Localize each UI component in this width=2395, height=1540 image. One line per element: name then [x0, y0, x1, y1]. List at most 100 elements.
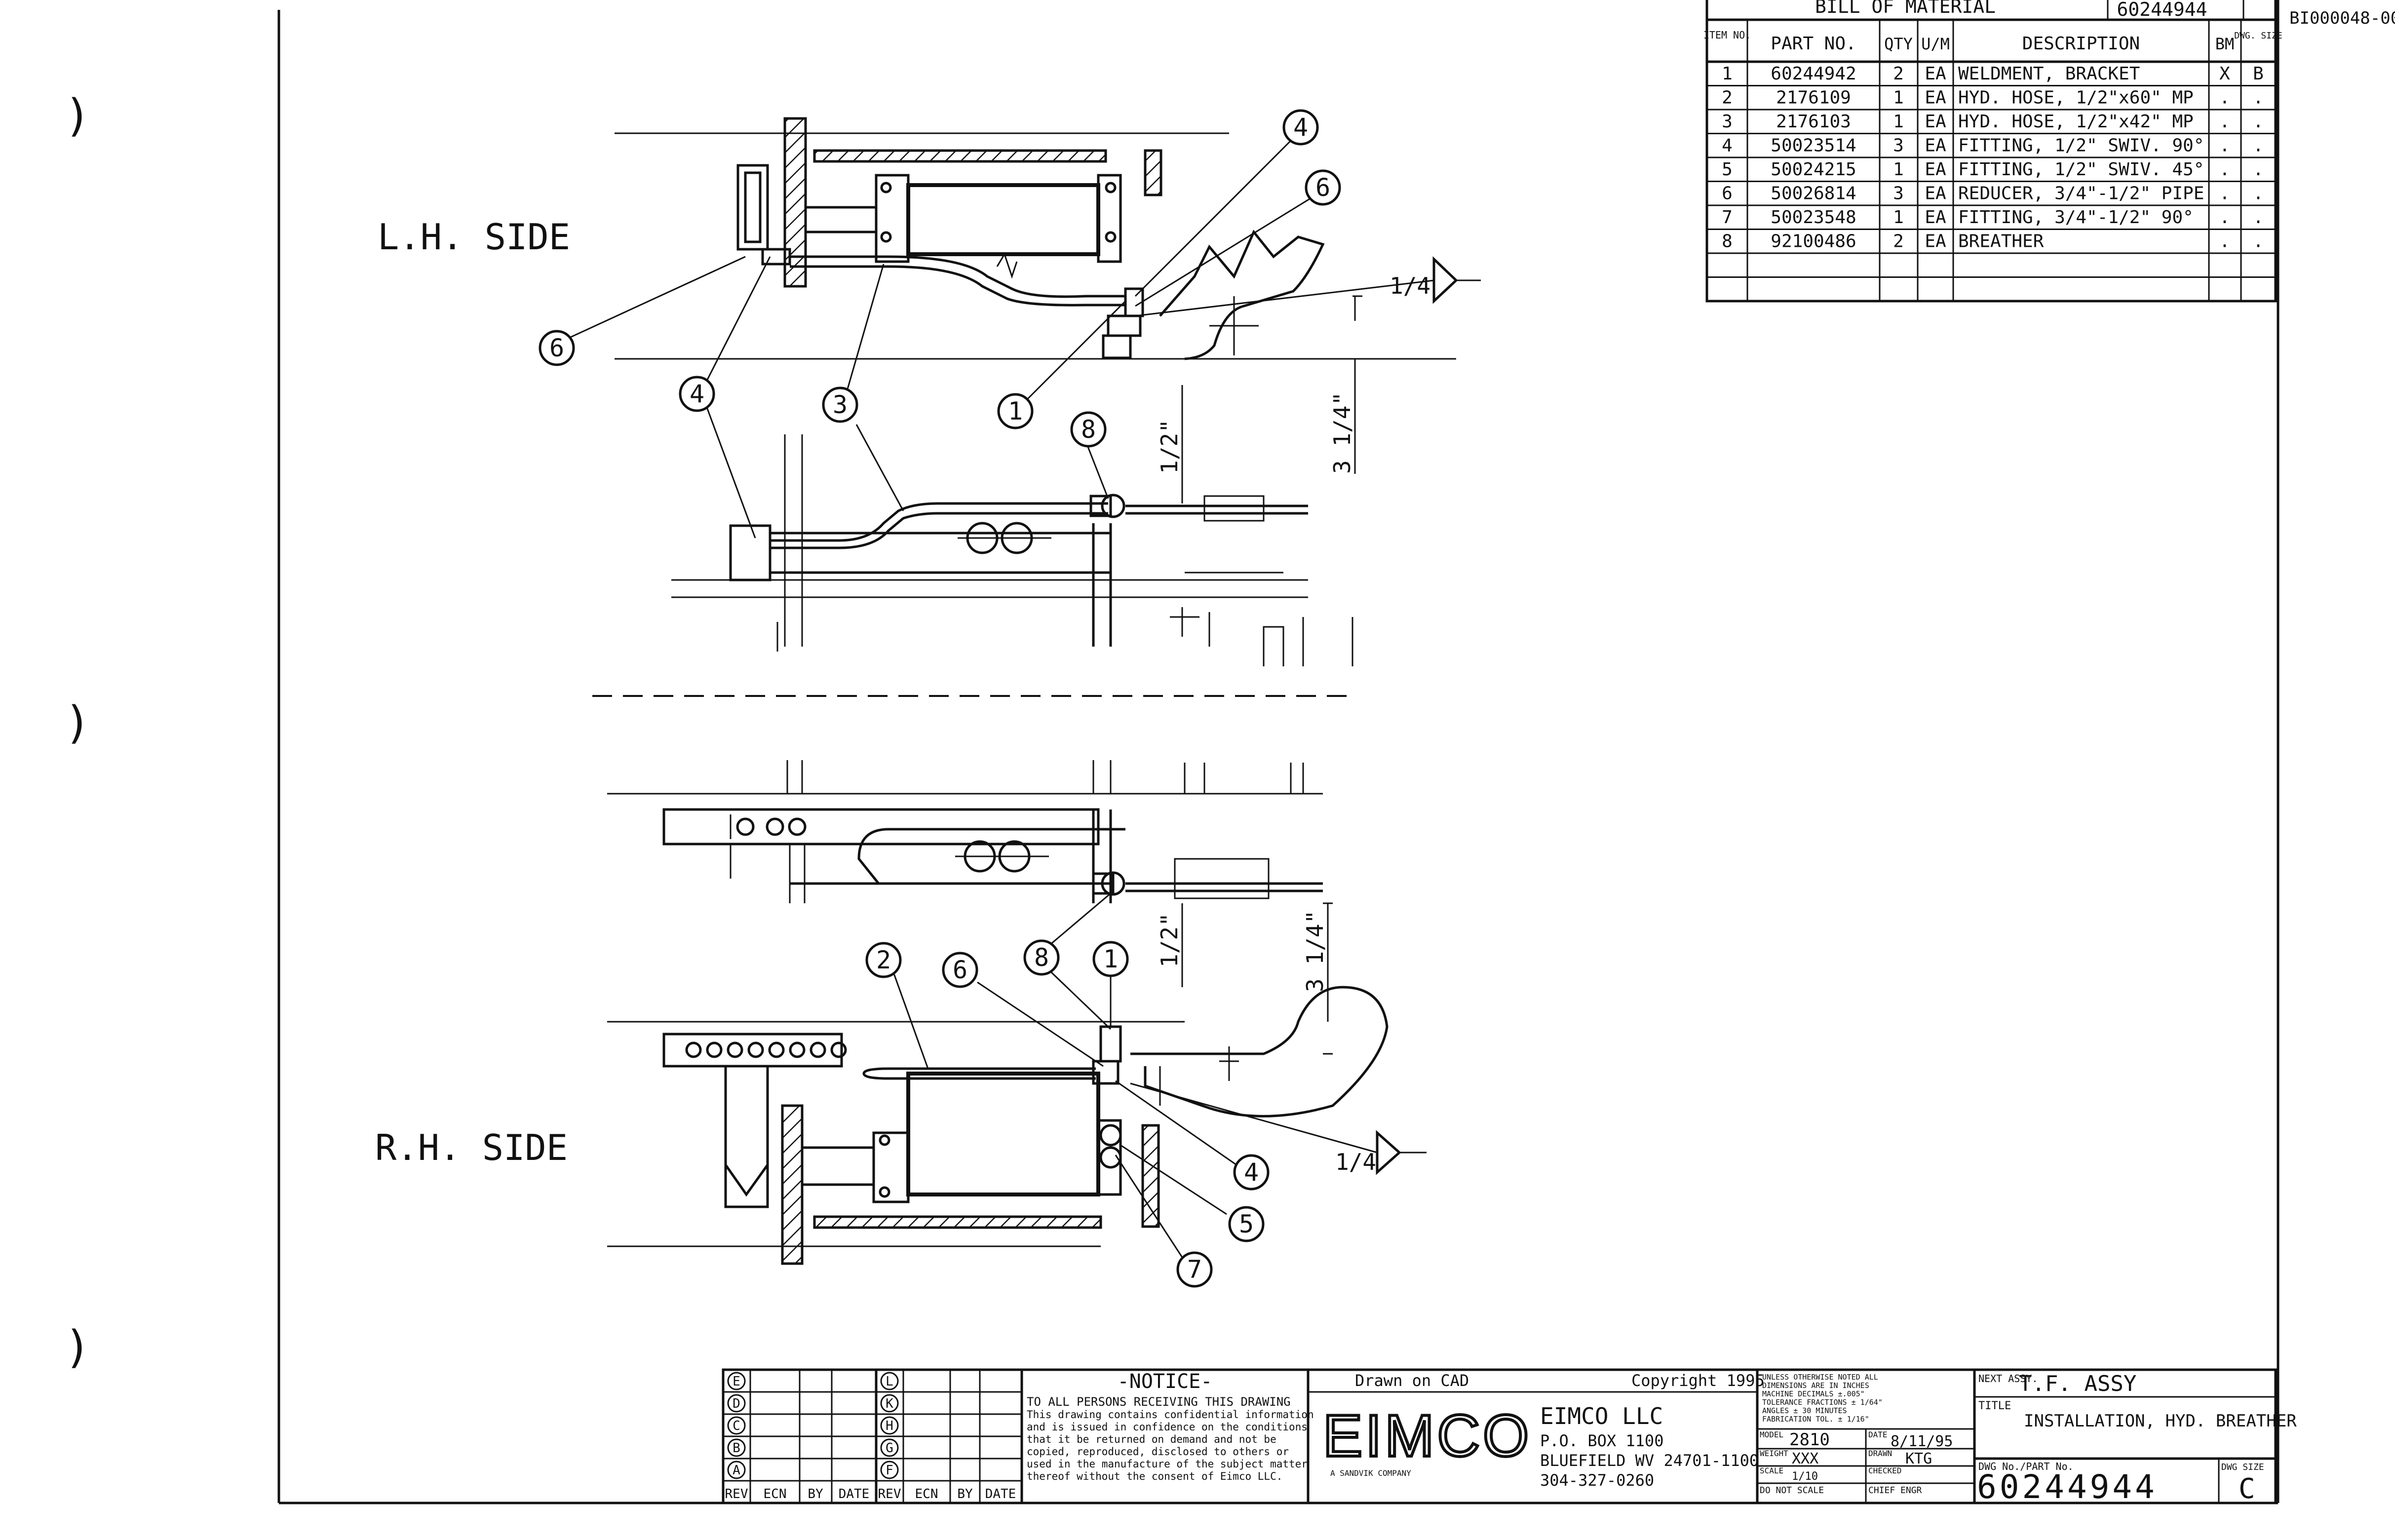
notice-line: and is issued in confidence on the condi…	[1027, 1421, 1308, 1433]
rev-header: DATE	[985, 1487, 1016, 1502]
balloon-number: 6	[953, 956, 967, 984]
balloon-number: 3	[833, 390, 848, 419]
bom-cell-dwg: B	[2253, 64, 2264, 84]
rev-letter-circle	[880, 1438, 899, 1457]
rev-letter-circle	[727, 1394, 746, 1413]
balloon-circle	[1070, 411, 1107, 448]
date-value: 8/11/95	[1891, 1433, 1953, 1450]
bom-cell-part: 2176103	[1776, 112, 1851, 132]
bom-cell-um: EA	[1925, 207, 1946, 228]
mounting-hole	[830, 1041, 847, 1058]
rh-dim-half: 1/2"	[1156, 913, 1183, 967]
item-balloon: 6	[539, 330, 575, 366]
bom-cell-desc: REDUCER, 3/4"-1/2" PIPE	[1958, 184, 2204, 204]
balloon-circle	[1282, 109, 1319, 146]
bom-cell-item: 5	[1722, 159, 1733, 180]
balloon-number: 4	[1244, 1158, 1259, 1187]
weight-label: WEIGHT	[1760, 1449, 1788, 1458]
bom-cell-um: EA	[1925, 112, 1946, 132]
bom-cell-item: 1	[1722, 64, 1733, 84]
rev-letter: B	[733, 1441, 740, 1456]
rev-header: BY	[808, 1487, 823, 1502]
balloon-circle	[1228, 1206, 1265, 1242]
bom-cell-dwg: .	[2253, 136, 2264, 156]
notice-line: copied, reproduced, disclosed to others …	[1027, 1446, 1289, 1458]
notice-line: thereof without the consent of Eimco LLC…	[1027, 1470, 1282, 1482]
item-balloon: 3	[822, 386, 858, 423]
bom-cell-dwg: .	[2253, 88, 2264, 108]
notice-line: used in the manufacture of the subject m…	[1027, 1458, 1308, 1470]
drawn-label: DRAWN	[1868, 1449, 1892, 1458]
bom-cell-qty: 1	[1893, 207, 1904, 228]
bom-cell-um: EA	[1925, 88, 1946, 108]
notice-line: that it be returned on demand and not be	[1027, 1433, 1276, 1445]
bom-header-qty: QTY	[1884, 35, 1913, 53]
balloon-circle	[822, 386, 858, 423]
item-balloon: 8	[1023, 939, 1060, 976]
balloon-circle	[1176, 1251, 1213, 1288]
rev-letter: H	[886, 1419, 893, 1433]
bom-cell-bm: .	[2219, 207, 2230, 228]
bom-cell-qty: 1	[1893, 88, 1904, 108]
rev-header: ECN	[915, 1487, 938, 1502]
chief-engr-label: CHIEF ENGR	[1868, 1485, 1922, 1496]
title-label: TITLE	[1978, 1400, 2011, 1412]
bom-cell-item: 6	[1722, 184, 1733, 204]
balloon-circle	[1233, 1154, 1270, 1191]
balloon-circle	[997, 393, 1034, 429]
rh-dim-quarter: 1/4	[1335, 1149, 1376, 1175]
mounting-hole	[747, 1041, 764, 1058]
bom-cell-qty: 2	[1893, 231, 1904, 252]
rev-letter-circle	[880, 1461, 899, 1479]
balloon-number: 8	[1034, 943, 1049, 972]
drawing-number: 60244944	[1977, 1468, 2158, 1506]
rev-letter-circle	[727, 1438, 746, 1457]
mounting-hole	[685, 1041, 702, 1058]
rev-letter: F	[886, 1463, 893, 1478]
eimco-logo: EIMCO A SANDVIK COMPANY	[1321, 1401, 1530, 1478]
mounting-hole	[768, 1041, 785, 1058]
margin-mark: )	[64, 697, 91, 749]
tolerance-line: FABRICATION TOL. ± 1/16"	[1762, 1415, 1869, 1424]
bom-header-item: ITEM NO.	[1703, 29, 1751, 41]
lh-dim-three-quarter: 3 1/4"	[1329, 392, 1355, 474]
bom-part-ref: 60244944	[2117, 0, 2207, 20]
rev-letter: L	[886, 1374, 893, 1389]
next-assy-label: NEXT ASSY.	[1978, 1373, 2038, 1385]
item-balloon: 4	[679, 376, 715, 412]
bom-header-bm: BM	[2215, 35, 2235, 53]
lh-side-label: L.H. SIDE	[378, 216, 570, 258]
revision-grid	[723, 1370, 1023, 1503]
balloon-circle	[942, 952, 978, 988]
bom-cell-part: 60244942	[1771, 64, 1856, 84]
rev-letter-circle	[880, 1372, 899, 1390]
next-assy-value: T.F. ASSY	[2019, 1371, 2136, 1396]
bom-cell-item: 3	[1722, 112, 1733, 132]
model-value: 2810	[1789, 1430, 1830, 1450]
bom-cell-desc: FITTING, 1/2" SWIV. 90°	[1958, 136, 2204, 156]
bom-cell-bm: .	[2219, 88, 2230, 108]
bom-cell-part: 50024215	[1771, 159, 1856, 180]
bill-of-material-table: BILL OF MATERIAL 60244944 ITEM NO. PART …	[1703, 0, 2282, 303]
balloon-number: 7	[1187, 1255, 1202, 1284]
bom-cell-bm: .	[2219, 231, 2230, 252]
weight-value: XXX	[1792, 1450, 1818, 1467]
model-label: MODEL	[1760, 1430, 1783, 1439]
bom-cell-qty: 3	[1893, 184, 1904, 204]
bom-cell-desc: FITTING, 3/4"-1/2" 90°	[1958, 207, 2194, 228]
rev-letter-circle	[880, 1394, 899, 1413]
rev-header: DATE	[839, 1487, 870, 1502]
bom-header-part: PART NO.	[1771, 34, 1856, 54]
bom-header-dwg-size: DWG. SIZE	[2234, 31, 2282, 41]
bom-cell-item: 4	[1722, 136, 1733, 156]
rev-header: REV	[725, 1487, 748, 1502]
rev-letter-circle	[727, 1461, 746, 1479]
bom-cell-bm: .	[2219, 112, 2230, 132]
balloon-number: 6	[549, 334, 564, 362]
item-balloon: 1	[1092, 941, 1129, 977]
bom-cell-desc: BREATHER	[1958, 231, 2044, 252]
balloon-circle	[1305, 169, 1341, 206]
mounting-hole	[727, 1041, 743, 1058]
